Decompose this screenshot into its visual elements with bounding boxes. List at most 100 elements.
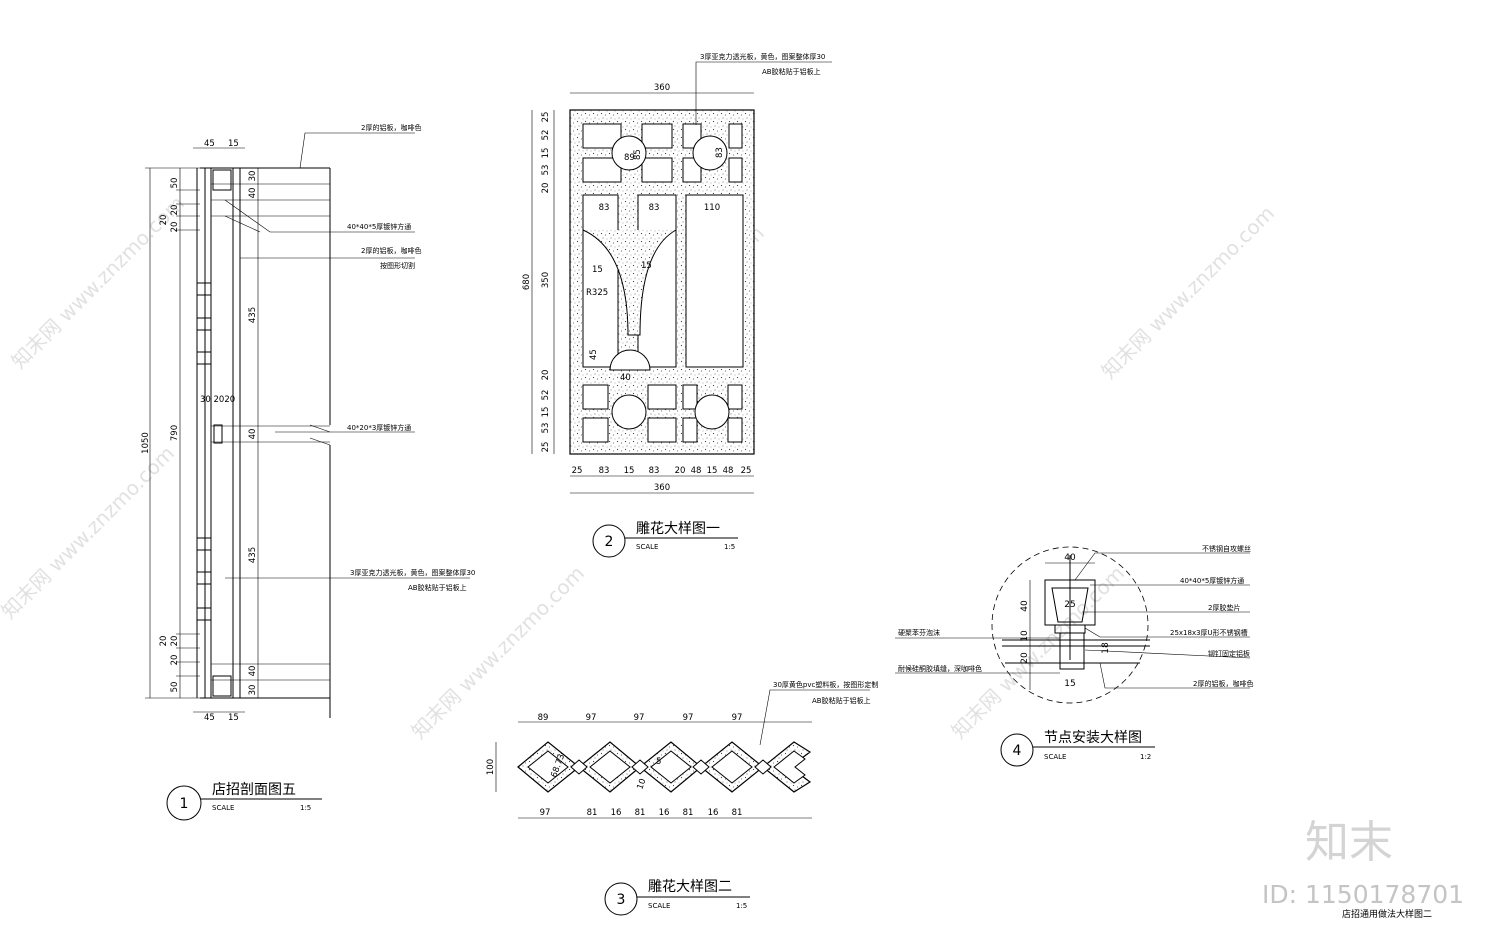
note-d4-r3: 2厚胶垫片 — [1208, 603, 1240, 612]
d2-left-3: 53 — [541, 165, 551, 176]
d2-circle-a: 89 — [624, 153, 635, 163]
d2-left-8: 53 — [541, 423, 551, 434]
d4-w40: 40 — [1064, 553, 1076, 563]
d2-arc-a: 15 — [592, 265, 603, 275]
d2-inner-40: 40 — [620, 373, 631, 383]
d2-bottom-7: 48 — [723, 466, 734, 476]
note-d4-l1: 硬聚苯芬泡沫 — [898, 628, 940, 637]
d4-h20: 20 — [1020, 652, 1030, 664]
dim-mid: 790 — [170, 425, 180, 441]
d2-inner-45: 45 — [589, 349, 599, 360]
note-d1-n3a: 2厚的铝板，咖啡色 — [361, 246, 421, 255]
note-d4-r1: 不锈钢自攻螺丝 — [1202, 544, 1251, 553]
d2-left-9: 25 — [541, 442, 551, 453]
dim-r30t: 30 — [248, 171, 258, 182]
d2-left-2: 15 — [541, 148, 551, 159]
d3-bottom-5: 81 — [683, 808, 694, 818]
dim-l20f: 20 — [170, 655, 180, 666]
detail-1-section: 1050 790 50 20 20 20 20 20 20 50 30 40 4… — [141, 123, 475, 821]
note-d3-n1a: 30厚黄色pvc塑料板，按图形定制 — [773, 680, 878, 689]
d2-circle-b: 85 — [633, 149, 643, 160]
d4-h40: 40 — [1020, 600, 1030, 612]
brand-id: ID: 1150178701 — [1262, 880, 1464, 909]
note-d1-n1: 2厚的铝板，咖啡色 — [361, 123, 421, 132]
dim-total: 1050 — [141, 432, 151, 454]
watermark: 知末网 www.znzmo.com — [1097, 201, 1279, 383]
d2-arc-b: 15 — [641, 261, 652, 271]
detail-4-scale: 1:2 — [1140, 753, 1151, 761]
dim-l20a: 20 — [159, 215, 169, 226]
brand-logo: 知末 — [1305, 817, 1393, 868]
d3-bottom-4: 16 — [659, 808, 670, 818]
d3-bottom-7: 81 — [732, 808, 743, 818]
d2-left-0: 25 — [541, 112, 551, 123]
dim-r435a: 435 — [248, 307, 258, 323]
detail-4-title: 节点安装大样图 — [1044, 730, 1142, 746]
detail-1-scale: 1:5 — [300, 804, 311, 812]
dim-bot-a: 45 — [204, 713, 215, 723]
d2-left-5: 20 — [541, 370, 551, 381]
sheet-title: 店招通用做法大样图二 — [1342, 908, 1432, 920]
d2-mid-h: 350 — [541, 272, 551, 288]
dim-top-a: 45 — [204, 139, 215, 149]
dim-r40m: 40 — [248, 429, 258, 440]
note-d4-l2: 耐候硅酮胶填缝，深咖啡色 — [898, 664, 982, 673]
d3-top-0: 89 — [538, 713, 549, 723]
d3-top-3: 97 — [683, 713, 694, 723]
dim-r40b: 40 — [248, 666, 258, 677]
d4-w25: 25 — [1064, 600, 1075, 610]
d3-diag-b: 5 — [656, 757, 661, 767]
dim-mid-pair: 30 2020 — [200, 395, 235, 405]
detail-4-number: 4 — [1013, 743, 1022, 759]
detail-1-title: 店招剖面图五 — [212, 782, 296, 798]
detail-2-title: 雕花大样图一 — [636, 521, 720, 537]
detail-4-node: 40 40 25 10 20 18 15 不锈钢自攻螺丝 40*40*5厚镀锌方… — [895, 544, 1253, 767]
d2-bottom-8: 25 — [741, 466, 752, 476]
detail-2-carving: 360 360 680 350 25 52 15 53 20 20 52 15 … — [522, 52, 832, 558]
d4-h10: 10 — [1020, 630, 1030, 642]
d3-bottom-0: 97 — [540, 808, 551, 818]
dim-r435b: 435 — [248, 547, 258, 563]
d4-h18: 18 — [1101, 642, 1111, 654]
d2-left-4: 20 — [541, 183, 551, 194]
d2-bottom-4: 20 — [675, 466, 686, 476]
d3-bottom-6: 16 — [708, 808, 719, 818]
note-d4-r6: 2厚的铝板，咖啡色 — [1193, 679, 1253, 688]
dim-top-b: 15 — [228, 139, 239, 149]
detail-1-scale-label: SCALE — [212, 804, 234, 812]
detail-3-carving: 89 97 97 97 97 97 81 16 81 16 81 16 81 1… — [486, 680, 878, 916]
d3-top-2: 97 — [634, 713, 645, 723]
detail-2-number: 2 — [605, 534, 614, 550]
detail-2-scale: 1:5 — [724, 543, 735, 551]
d2-bottom-0: 25 — [572, 466, 583, 476]
detail-3-title: 雕花大样图二 — [648, 879, 732, 895]
d2-inner-top-1: 83 — [649, 203, 660, 213]
d2-bottom-1: 83 — [599, 466, 610, 476]
dim-l20b: 20 — [170, 205, 180, 216]
d2-bottom-6: 15 — [707, 466, 718, 476]
dim-l50t: 50 — [170, 178, 180, 189]
d3-bottom-2: 16 — [611, 808, 622, 818]
note-d4-r4: 25x18x3厚U形不锈钢槽 — [1170, 628, 1248, 637]
d2-bottom-total: 360 — [654, 483, 670, 493]
dim-l20e: 20 — [170, 636, 180, 647]
d2-left-6: 52 — [541, 390, 551, 401]
detail-4-scale-label: SCALE — [1044, 753, 1066, 761]
detail-3-scale: 1:5 — [736, 902, 747, 910]
d4-w15: 15 — [1064, 679, 1075, 689]
dim-r40t: 40 — [248, 188, 258, 199]
dim-l20c: 20 — [170, 222, 180, 233]
note-d1-n2: 40*40*5厚镀锌方通 — [347, 222, 411, 231]
d3-top-4: 97 — [732, 713, 743, 723]
detail-3-number: 3 — [617, 892, 626, 908]
d2-radius: R325 — [586, 288, 608, 298]
d3-height: 100 — [486, 759, 496, 775]
note-d4-r2: 40*40*5厚镀锌方通 — [1180, 576, 1244, 585]
note-d4-r5: 铆钉固定铝板 — [1208, 649, 1250, 658]
note-d1-n5a: 3厚亚克力透光板，黄色，图案整体厚30 — [350, 568, 475, 577]
d3-bottom-1: 81 — [587, 808, 598, 818]
d2-bottom-3: 83 — [649, 466, 660, 476]
d2-inner-top-2: 110 — [704, 203, 720, 213]
d2-circle-c: 83 — [715, 147, 725, 158]
detail-1-number: 1 — [180, 796, 189, 812]
